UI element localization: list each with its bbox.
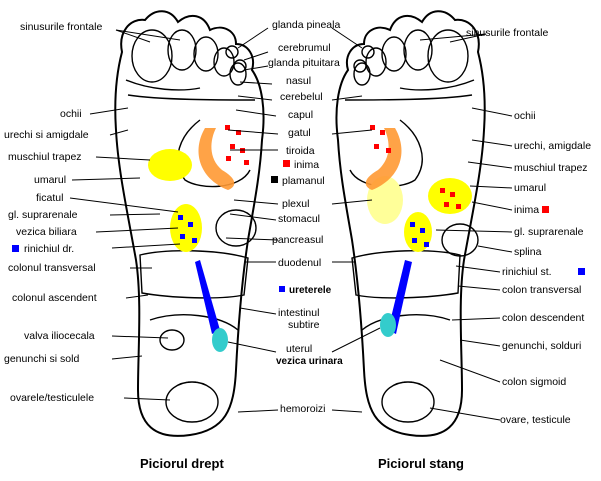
center-labels: glanda pineala cerebrumul glanda pituita… xyxy=(268,19,343,415)
label-inima: inima xyxy=(294,159,319,171)
right-foot-blue-dots xyxy=(178,215,197,243)
right-foot-heel-outline xyxy=(165,381,219,423)
left-foot-color-zones xyxy=(365,125,472,337)
label-valva-iliocecala: valva iliocecala xyxy=(24,330,95,342)
label-rinichiul-st: rinichiul st. xyxy=(502,266,552,278)
label-gl-suprarenale-dr: gl. suprarenale xyxy=(8,209,78,221)
label-ureterele: ureterele xyxy=(289,285,332,296)
kidney-marker-dr xyxy=(12,245,19,252)
label-muschiul-trapez-dr: muschiul trapez xyxy=(8,151,82,163)
label-sinusurile-frontale-st: sinusurile frontale xyxy=(466,27,548,39)
label-plexul: plexul xyxy=(282,198,309,210)
kidney-marker-st xyxy=(578,268,585,275)
label-genunchi-solduri: genunchi, solduri xyxy=(502,340,581,352)
label-colonul-transversal: colonul transversal xyxy=(8,262,96,274)
label-nasul: nasul xyxy=(286,75,311,87)
label-ovarele-testiculele: ovarele/testiculele xyxy=(10,392,94,404)
label-ochii-dr: ochii xyxy=(60,108,82,120)
label-colonul-ascendent: colonul ascendent xyxy=(12,292,97,304)
label-gl-suprarenale-st: gl. suprarenale xyxy=(514,226,584,238)
label-duodenul: duodenul xyxy=(278,257,321,269)
label-subtire: subtire xyxy=(288,319,320,331)
right-foot-labels: sinusurile frontale ochii urechi si amig… xyxy=(4,21,102,404)
label-splina: splina xyxy=(514,246,542,258)
left-foot-bladder-zone xyxy=(380,313,396,337)
label-vezica-urinara: vezica urinara xyxy=(276,356,343,367)
title-right-foot: Piciorul drept xyxy=(140,456,224,471)
label-sinusurile-frontale-dr: sinusurile frontale xyxy=(20,21,102,33)
label-vezica-biliara: vezica biliara xyxy=(16,226,77,238)
label-umarul-st: umarul xyxy=(514,182,546,194)
label-urechi-amigdale-st: urechi, amigdale xyxy=(514,140,591,152)
label-rinichiul-dr: rinichiul dr. xyxy=(24,243,74,255)
label-genunchi-sold: genunchi si sold xyxy=(4,353,79,365)
title-left-foot: Piciorul stang xyxy=(378,456,464,471)
label-capul: capul xyxy=(288,109,313,121)
label-glanda-pineala: glanda pineala xyxy=(272,19,340,31)
label-urechi-amigdale-dr: urechi si amigdale xyxy=(4,129,89,141)
label-pancreasul: pancreasul xyxy=(272,234,323,246)
right-foot-ureter-zone xyxy=(195,260,220,334)
label-gatul: gatul xyxy=(288,127,311,139)
label-colon-descendent: colon descendent xyxy=(502,312,584,324)
label-plamanul: plamanul xyxy=(282,175,325,187)
leader-lines xyxy=(69,27,513,421)
lung-marker-center xyxy=(271,176,278,183)
label-glanda-pituitara: glanda pituitara xyxy=(268,57,340,69)
label-intestinul: intestinul xyxy=(278,307,319,319)
label-ochii-st: ochii xyxy=(514,110,536,122)
label-ficatul: ficatul xyxy=(36,192,63,204)
label-colon-sigmoid: colon sigmoid xyxy=(502,376,566,388)
label-stomacul: stomacul xyxy=(278,213,320,225)
label-muschiul-trapez-st: muschiul trapez xyxy=(514,162,588,174)
label-uterul: uterul xyxy=(286,343,312,355)
label-hemoroizi: hemoroizi xyxy=(280,403,326,415)
left-foot-orange-band xyxy=(365,128,402,190)
left-foot-heel-outline xyxy=(381,381,435,423)
label-inima-st: inima xyxy=(514,204,539,216)
left-foot-labels: sinusurile frontale ochii urechi, amigda… xyxy=(466,27,591,426)
heart-marker-st xyxy=(542,206,549,213)
right-foot xyxy=(114,10,265,437)
ureter-marker xyxy=(279,286,285,292)
label-cerebrumul: cerebrumul xyxy=(278,42,331,54)
right-foot-color-zones xyxy=(148,125,249,352)
label-umarul-dr: umarul xyxy=(34,174,66,186)
label-colon-transversal: colon transversal xyxy=(502,284,581,296)
label-ovare-testicule: ovare, testicule xyxy=(500,414,571,426)
left-foot-red-dots xyxy=(370,125,461,209)
right-foot-shoulder-zone xyxy=(148,149,192,181)
label-cerebelul: cerebelul xyxy=(280,91,323,103)
left-foot-ureter-zone xyxy=(388,260,412,334)
right-foot-orange-band xyxy=(198,128,235,190)
left-foot-toes xyxy=(344,29,475,101)
left-foot-blue-dots xyxy=(410,222,429,247)
right-foot-duodenum-outline xyxy=(215,209,257,247)
heart-marker-center xyxy=(283,160,290,167)
right-foot-bladder-zone xyxy=(212,328,228,352)
label-tiroida: tiroida xyxy=(286,145,315,157)
right-foot-toes xyxy=(125,29,256,101)
left-foot xyxy=(335,10,486,437)
